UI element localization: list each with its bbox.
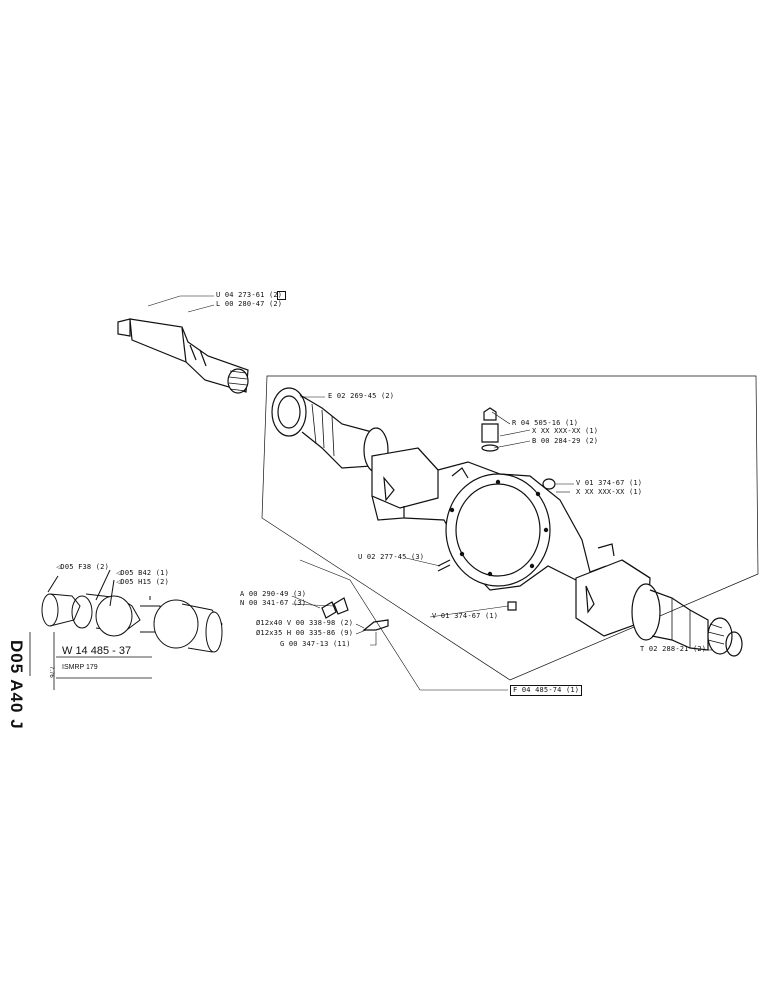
ref-d05-f38: ◁D05 F38 (2): [56, 563, 109, 571]
sheet-side-code: D05 A40 J: [7, 640, 26, 730]
ref-d05-h15: ◁D05 H15 (2): [116, 578, 169, 586]
callout-bolt-h: Ø12x35 H 00 335-86 (9): [256, 629, 354, 637]
loose-parts: [321, 407, 556, 631]
overview-thumbnail: [41, 569, 223, 653]
callout-bolt-v: Ø12x40 V 00 338-98 (2): [256, 619, 354, 627]
ref-marker-icon: ◁: [56, 563, 61, 571]
callout-shaft-ring: U 04 273-61 (2): [216, 291, 283, 299]
ref-marker-icon: ◁: [116, 578, 121, 586]
callout-stud: U 02 277-45 (3): [358, 553, 425, 561]
sheet-date: 7.76: [48, 666, 54, 678]
ref-d05-b42-text: D05 B42 (1): [120, 569, 169, 577]
ref-d05-h15-text: D05 H15 (2): [120, 578, 169, 586]
axle-housing: [271, 387, 743, 657]
title-block: [29, 632, 152, 690]
callout-housing: F 04 485-74 (1): [510, 685, 583, 696]
callout-shaft: L 00 280-47 (2): [216, 300, 283, 308]
drawing-title: ISMRP 179: [62, 664, 98, 671]
callout-nut-n: N 00 341-67 (3): [240, 599, 307, 607]
drawing-number: W 14 485 - 37: [62, 645, 132, 657]
ref-d05-f38-text: D05 F38 (2): [60, 563, 109, 571]
callout-breather-washer: X XX XXX-XX (1): [532, 427, 599, 435]
callout-breather: R 04 505-16 (1): [512, 419, 579, 427]
ref-marker-icon: ◁: [116, 569, 121, 577]
callout-plug-top-washer: X XX XXX-XX (1): [576, 488, 643, 496]
callout-breather-nut: B 00 284-29 (2): [532, 437, 599, 445]
ref-box-icon: [277, 291, 286, 300]
leader-lines: [147, 295, 712, 691]
callout-plug-bottom: V 01 374-67 (1): [432, 612, 499, 620]
callout-right-seal: T 02 288-21 (2): [640, 645, 707, 653]
callout-plug-top: V 01 374-67 (1): [576, 479, 643, 487]
callout-left-seal: E 02 269-45 (2): [328, 392, 395, 400]
callout-nut-a: A 00 290-49 (3): [240, 590, 307, 598]
ref-d05-b42: ◁D05 B42 (1): [116, 569, 169, 577]
callout-bolt-g: G 00 347-13 (11): [280, 640, 351, 648]
half-shaft: [117, 318, 249, 394]
